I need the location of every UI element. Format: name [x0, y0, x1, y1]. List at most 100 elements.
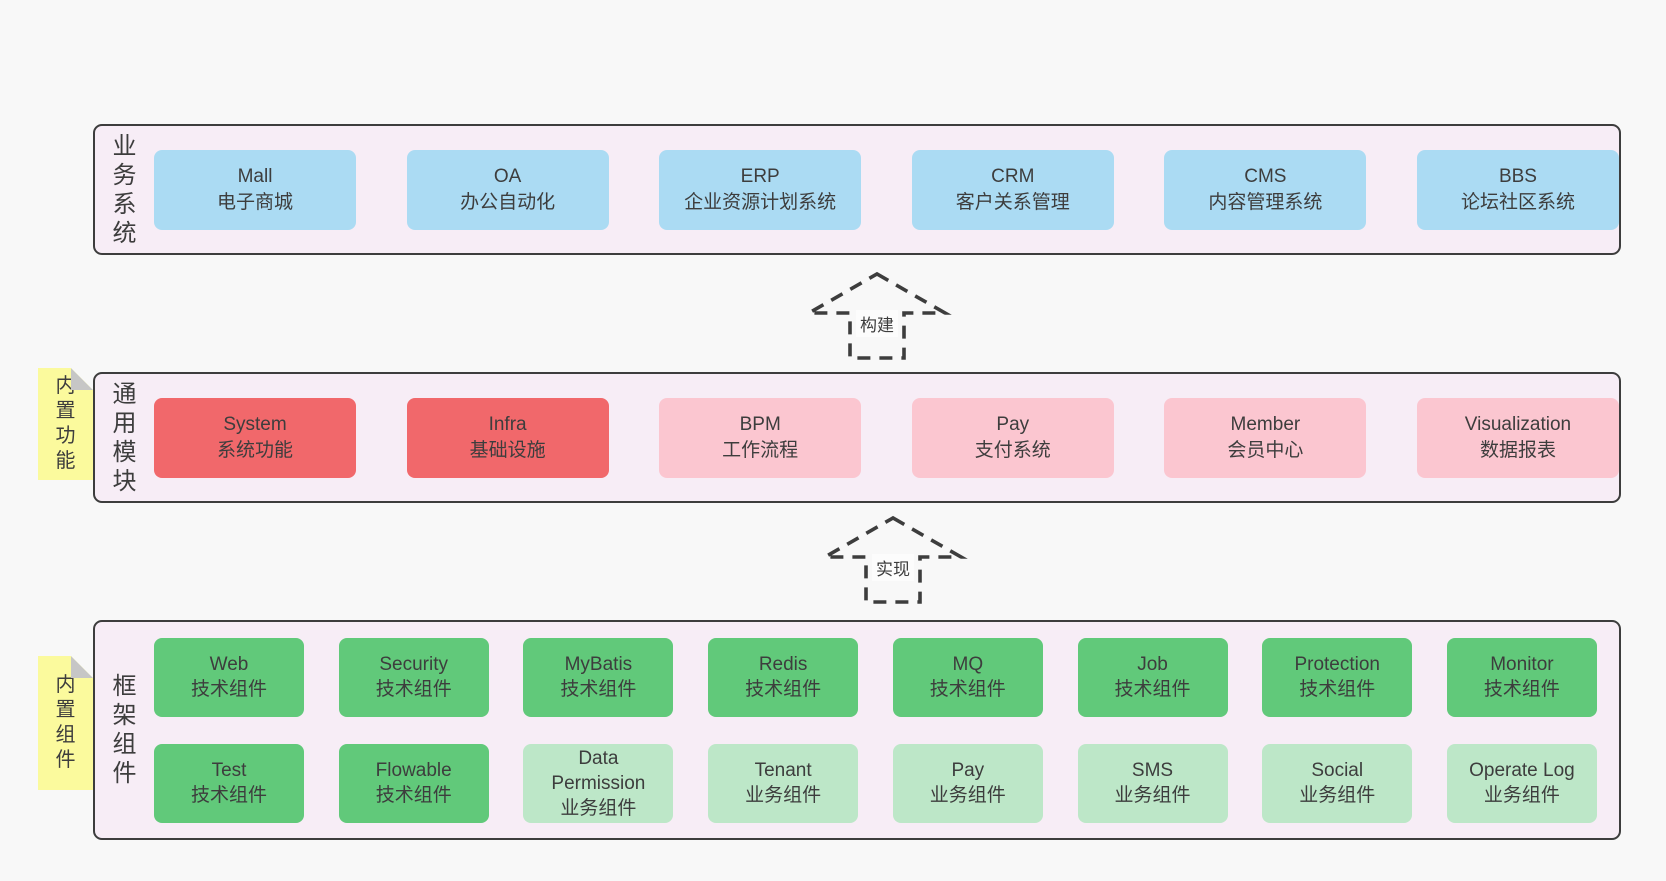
box-erp: ERP 企业资源计划系统	[659, 149, 862, 230]
box-title: Mall	[237, 165, 273, 187]
sticky-note-text: 内置功能	[55, 375, 76, 472]
box-subtitle: 技术组件	[190, 679, 267, 700]
box-title: BBS	[1498, 165, 1537, 187]
box-title: CMS	[1244, 165, 1287, 187]
box-subtitle: 工作流程	[722, 439, 799, 461]
box-subtitle: 电子商城	[216, 191, 293, 213]
box-monitor: Monitor 技术组件	[1446, 637, 1597, 717]
box-title: Social	[1311, 760, 1364, 781]
box-subtitle: 业务组件	[1299, 785, 1376, 806]
box-protection: Protection 技术组件	[1262, 637, 1413, 717]
box-cms: CMS 内容管理系统	[1164, 149, 1367, 230]
box-title: BPM	[739, 413, 781, 435]
box-title: Member	[1230, 413, 1301, 435]
box-subtitle: 技术组件	[1483, 679, 1560, 700]
up-arrow-icon	[802, 271, 952, 360]
box-title: Data Permission	[551, 747, 646, 794]
box-subtitle: 业务组件	[929, 785, 1006, 806]
box-subtitle: 基础设施	[469, 439, 546, 461]
box-job: Job 技术组件	[1077, 637, 1228, 717]
box-title: CRM	[991, 165, 1035, 187]
arrow-label: 构建	[856, 310, 898, 337]
box-title: Job	[1137, 654, 1168, 675]
box-subtitle: 支付系统	[974, 439, 1051, 461]
box-subtitle: 技术组件	[1114, 679, 1191, 700]
box-redis: Redis 技术组件	[708, 637, 859, 717]
box-subtitle: 技术组件	[190, 785, 267, 806]
box-title: Infra	[488, 413, 527, 435]
box-member: Member 会员中心	[1164, 397, 1367, 478]
layer-label-common-modules: 通用模块	[112, 380, 137, 495]
box-title: MyBatis	[564, 654, 633, 675]
box-visualization: Visualization 数据报表	[1416, 397, 1619, 478]
box-infra: Infra 基础设施	[406, 397, 609, 478]
sticky-note-builtin-components: 内置组件	[38, 656, 93, 790]
box-title: Monitor	[1490, 654, 1554, 675]
arrow-label: 实现	[872, 554, 914, 581]
box-test: Test 技术组件	[154, 743, 304, 823]
dashed-up-arrow-implement: 实现	[818, 514, 968, 606]
box-data-permission: Data Permission 业务组件	[523, 743, 674, 823]
box-mybatis: MyBatis 技术组件	[523, 637, 674, 717]
box-pay: Pay 业务组件	[892, 743, 1043, 823]
sticky-note-builtin-features: 内置功能	[38, 368, 93, 480]
box-subtitle: 数据报表	[1479, 439, 1556, 461]
box-subtitle: 业务组件	[1483, 785, 1560, 806]
up-arrow-icon	[818, 515, 968, 604]
box-subtitle: 技术组件	[375, 679, 452, 700]
box-subtitle: 业务组件	[745, 785, 822, 806]
box-subtitle: 业务组件	[560, 797, 637, 819]
box-subtitle: 技术组件	[929, 679, 1006, 700]
box-title: ERP	[740, 165, 780, 187]
box-subtitle: 论坛社区系统	[1460, 191, 1575, 213]
box-title: Pay	[951, 760, 985, 781]
box-title: Tenant	[754, 760, 812, 781]
box-subtitle: 会员中心	[1227, 439, 1304, 461]
box-title: Operate Log	[1469, 760, 1575, 781]
box-subtitle: 技术组件	[1299, 679, 1376, 700]
box-web: Web 技术组件	[154, 637, 304, 717]
box-title: Pay	[996, 413, 1030, 435]
box-pay: Pay 支付系统	[911, 397, 1114, 478]
dashed-up-arrow-build: 构建	[802, 270, 952, 362]
layer-label-framework-components: 框架组件	[112, 673, 137, 787]
box-title: SMS	[1131, 760, 1174, 781]
folded-corner-icon	[71, 656, 93, 678]
box-subtitle: 技术组件	[375, 785, 452, 806]
box-title: OA	[493, 165, 522, 187]
box-social: Social 业务组件	[1262, 743, 1413, 823]
box-subtitle: 技术组件	[560, 679, 637, 700]
box-title: Test	[211, 760, 247, 781]
box-subtitle: 内容管理系统	[1208, 191, 1323, 213]
sticky-note-text: 内置组件	[55, 674, 76, 771]
box-operate-log: Operate Log 业务组件	[1446, 743, 1597, 823]
box-subtitle: 业务组件	[1114, 785, 1191, 806]
box-title: Visualization	[1464, 413, 1572, 435]
box-title: Protection	[1294, 654, 1380, 675]
box-title: Redis	[758, 654, 808, 675]
box-subtitle: 系统功能	[216, 439, 293, 461]
box-bpm: BPM 工作流程	[659, 397, 862, 478]
box-title: Web	[209, 654, 249, 675]
box-subtitle: 技术组件	[745, 679, 822, 700]
box-subtitle: 客户关系管理	[955, 191, 1070, 213]
box-subtitle: 企业资源计划系统	[684, 191, 837, 213]
box-crm: CRM 客户关系管理	[911, 149, 1114, 230]
box-mall: Mall 电子商城	[154, 149, 356, 230]
layer-label-business-systems: 业务系统	[112, 132, 137, 247]
box-mq: MQ 技术组件	[892, 637, 1043, 717]
box-title: MQ	[952, 654, 984, 675]
